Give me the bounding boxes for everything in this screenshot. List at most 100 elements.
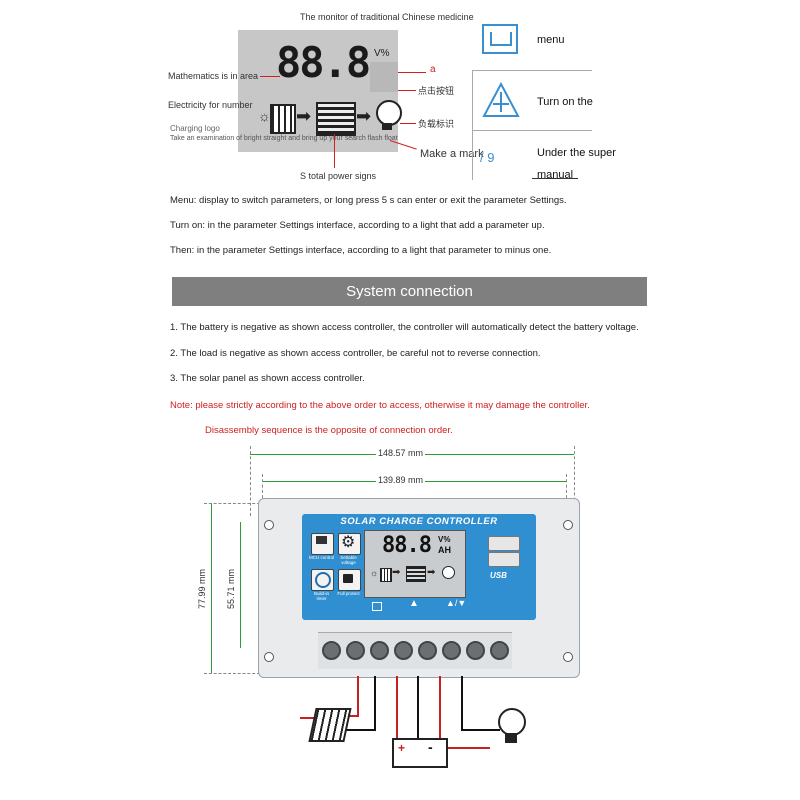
dim-tick-left-inner (262, 474, 264, 514)
gear-icon: ⚙ (341, 534, 356, 551)
controller-lcd-unit-top: V% (438, 535, 451, 544)
battery-minus-label: - (428, 739, 433, 755)
mount-hole-right (563, 520, 573, 530)
terminal-battery-minus (394, 641, 413, 660)
mini-panel-icon (380, 568, 392, 582)
mini-arrow-icon: ➡ (392, 567, 401, 578)
dim-htick-top (204, 503, 260, 505)
label-electricity: Electricity for number (168, 100, 253, 110)
lock-icon (343, 574, 353, 583)
legend-label-turn-on: Turn on the (537, 96, 593, 108)
tile-label-mcu: MCU control (309, 555, 335, 560)
terminal-load-minus (442, 641, 461, 660)
dim-inner-width: 139.89 mm (376, 475, 426, 485)
sun-icon: ☼ (258, 108, 271, 124)
legend-vline (472, 70, 473, 180)
arrow-cn-load (400, 123, 416, 124)
usb-label: USB (490, 571, 507, 580)
up-button[interactable]: ▲ (409, 598, 419, 609)
terminal-solar-plus (322, 641, 341, 660)
clock-icon (315, 572, 331, 588)
battery-plus-label: + (398, 741, 406, 755)
terminal-load-plus (418, 641, 437, 660)
arrow-right-icon: ➡ (296, 106, 312, 126)
down-button[interactable]: ▲/▼ (446, 598, 467, 608)
mount-hole-left (264, 520, 274, 530)
usb-port-2 (488, 552, 520, 567)
arrow-power-signs (334, 134, 335, 168)
mini-battery-icon (406, 566, 426, 582)
arrow-right-icon-2: ➡ (356, 106, 372, 126)
arrow-cn-click (398, 90, 416, 91)
note-line-1: Note: please strictly according to the a… (170, 400, 590, 411)
dim-tick-left-outer (250, 446, 252, 516)
battery-icon (316, 102, 356, 136)
arrow-math-area (260, 76, 280, 77)
tile-settable-voltage (338, 533, 361, 555)
label-math-area: Mathematics is in area (168, 71, 259, 81)
controller-title: SOLAR CHARGE CONTROLLER (340, 516, 498, 527)
battery-device-icon (392, 738, 448, 768)
mini-sun-icon: ☼ (370, 568, 379, 578)
lcd-unit-cover (370, 62, 398, 92)
controller-lcd-unit-bottom: AH (438, 545, 451, 555)
dim-inner-height: 55.71 mm (226, 566, 237, 612)
mini-bulb-icon (442, 566, 455, 579)
dim-inner-height-line (240, 522, 241, 648)
arrow-small-a (398, 72, 426, 73)
step-3: 3. The solar panel as shown access contr… (170, 373, 365, 384)
note-line-2: Disassembly sequence is the opposite of … (205, 425, 453, 436)
mount-hole-left-bottom (264, 652, 274, 662)
label-cn-click: 点击按钮 (418, 86, 455, 96)
label-charging-logo: Charging logo (170, 124, 220, 133)
terminal-extra-2 (490, 641, 509, 660)
instruction-then: Then: in the parameter Settings interfac… (170, 245, 552, 256)
solar-panel-icon (270, 104, 296, 134)
solar-panel-device-icon (308, 708, 352, 742)
label-small-a: a (430, 64, 436, 75)
lcd-unit-top: V% (374, 48, 390, 59)
usb-port-1 (488, 536, 520, 551)
label-cn-load: 负载标识 (418, 119, 455, 129)
instruction-menu: Menu: display to switch parameters, or l… (170, 195, 567, 206)
legend-divider-3 (532, 178, 578, 179)
terminal-battery-plus (370, 641, 389, 660)
terminal-extra (466, 641, 485, 660)
dim-outer-width: 148.57 mm (376, 448, 426, 458)
dim-outer-height: 77.99 mm (197, 566, 208, 612)
tile-label-timer: Build-in timer (313, 591, 329, 601)
label-make-mark: Make a mark (420, 148, 484, 160)
lamp-device-icon (498, 708, 526, 736)
label-power-signs: S total power signs (300, 171, 377, 181)
bulb-icon (376, 100, 402, 126)
set-symbol-icon: / 9 (480, 150, 495, 165)
label-monitor: The monitor of traditional Chinese medic… (300, 12, 474, 22)
legend-divider-2 (472, 130, 592, 131)
menu-button[interactable] (372, 602, 382, 611)
label-long-note: Take an examination of bright straight a… (170, 135, 398, 142)
legend-label-super-manual: Under the super manual (537, 147, 616, 181)
legend-label-menu: menu (537, 34, 565, 46)
up-triangle-icon (482, 81, 520, 123)
dim-tick-right-outer (574, 446, 576, 516)
mini-arrow-icon-2: ➡ (427, 567, 436, 578)
controller-lcd-digits: 88.8 (382, 533, 432, 558)
step-1: 1. The battery is negative as shown acce… (170, 322, 639, 333)
step-2: 2. The load is negative as shown access … (170, 348, 541, 359)
legend-icon-menu (482, 24, 518, 54)
bulb-base-icon (382, 123, 392, 130)
terminal-solar-minus (346, 641, 365, 660)
mount-hole-right-bottom (563, 652, 573, 662)
tile-label-protect: Full protect (337, 591, 360, 596)
dim-outer-height-line (211, 503, 212, 673)
lamp-base-icon (505, 733, 517, 743)
legend-divider-1 (472, 70, 592, 71)
lcd-digits: 88.8 (276, 38, 371, 87)
dim-htick-bottom (204, 673, 260, 675)
instruction-turn-on: Turn on: in the parameter Settings inter… (170, 220, 545, 231)
chip-icon (316, 536, 327, 544)
controller-lcd (364, 530, 466, 598)
tile-label-voltage: Settable voltage (340, 555, 357, 565)
system-connection-banner: System connection (172, 277, 647, 306)
dim-tick-right-inner (566, 474, 568, 514)
